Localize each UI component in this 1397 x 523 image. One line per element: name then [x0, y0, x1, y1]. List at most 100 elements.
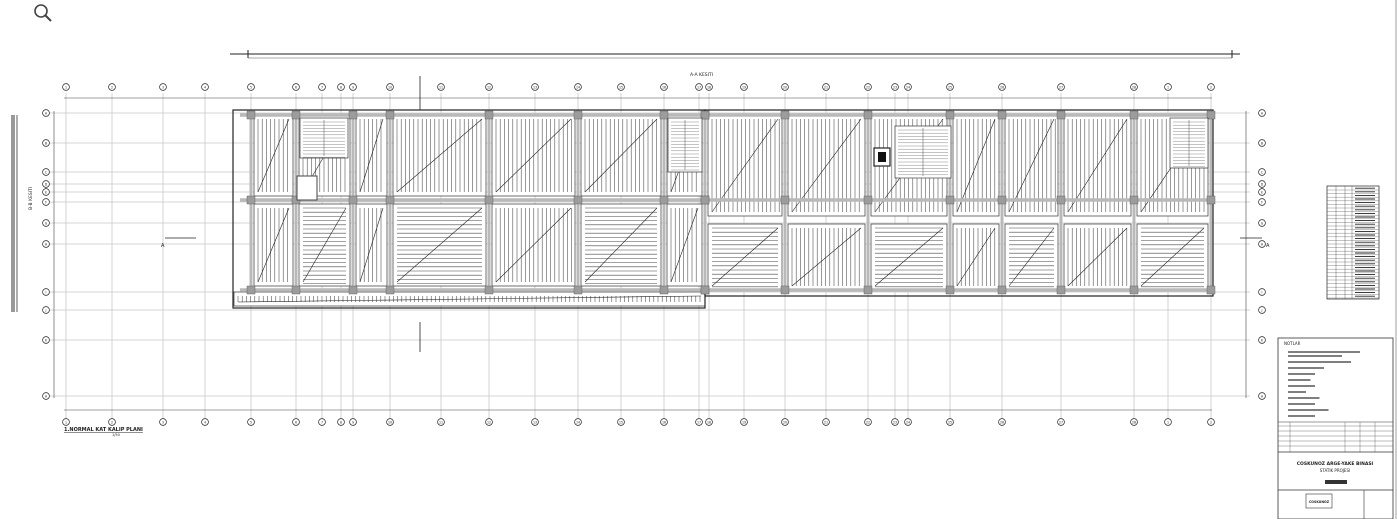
- svg-text:14: 14: [576, 420, 580, 424]
- revision-table: [1278, 422, 1393, 452]
- svg-text:A: A: [45, 394, 48, 398]
- slab-bay: [952, 223, 1000, 291]
- svg-text:8: 8: [340, 420, 342, 424]
- grid-bubble-col: 16: [660, 418, 668, 426]
- grid-bubble-col: 15: [617, 83, 625, 91]
- grid-bubble-row: C: [42, 168, 50, 176]
- svg-text:13: 13: [533, 85, 537, 89]
- viewer-scrollbar[interactable]: [1395, 0, 1397, 519]
- grid-bubble-col: 9: [349, 418, 357, 426]
- svg-text:20: 20: [783, 85, 787, 89]
- grid-bubble-col: 22: [864, 418, 872, 426]
- grid-bubble-col: 2: [108, 83, 116, 91]
- grid-bubble-col: 16: [660, 83, 668, 91]
- grid-bubble-col: 6: [292, 83, 300, 91]
- svg-text:17: 17: [697, 85, 701, 89]
- grid-bubble-col: 18: [705, 418, 713, 426]
- svg-text:23: 23: [893, 420, 897, 424]
- section-mark-left: A: [161, 243, 165, 249]
- svg-text:I: I: [46, 290, 47, 294]
- svg-text:A: A: [1261, 111, 1264, 115]
- company-name: COSKUNOZ: [1309, 500, 1330, 504]
- svg-text:H: H: [1261, 242, 1264, 246]
- grid-bubble-row: A: [1258, 109, 1266, 117]
- svg-text:22: 22: [866, 420, 870, 424]
- slab-bay: [1136, 223, 1209, 291]
- svg-text:K: K: [1261, 338, 1264, 342]
- svg-text:19: 19: [742, 420, 746, 424]
- svg-text:F: F: [45, 200, 47, 204]
- svg-text:6: 6: [295, 420, 297, 424]
- slab-bay: [253, 114, 294, 197]
- grid-bubble-col: 10: [386, 418, 394, 426]
- grid-bubble-col: 5: [247, 83, 255, 91]
- grid-bubble-col: 28: [1130, 83, 1138, 91]
- svg-text:4: 4: [204, 85, 206, 89]
- project-name: COSKUNOZ ARGE-YAKE BINASI: [1297, 461, 1374, 467]
- grid-bubble-row: K: [1258, 336, 1266, 344]
- left-section-strip: B-B KESITI: [11, 115, 34, 312]
- stair-core: [299, 117, 349, 159]
- slab-bay: [1004, 223, 1059, 291]
- svg-text:11: 11: [439, 85, 443, 89]
- section-mark-right: A: [1266, 243, 1270, 249]
- slab-bay: [355, 114, 388, 197]
- svg-text:15: 15: [619, 420, 623, 424]
- grid-bubble-col: 2: [1207, 83, 1215, 91]
- slab-bay: [580, 114, 662, 197]
- grid-bubble-row: A: [1258, 392, 1266, 400]
- grid-bubbles: 1122334455667788991010111112121313141415…: [42, 83, 1266, 426]
- svg-text:J: J: [1261, 308, 1263, 312]
- slab-bay: [1063, 223, 1132, 291]
- svg-text:2: 2: [1210, 420, 1212, 424]
- stair-core: [894, 125, 952, 179]
- slab-bay: [666, 203, 703, 287]
- grid-bubble-col: 17: [695, 83, 703, 91]
- grid-bubble-col: 19: [740, 418, 748, 426]
- grid-bubble-col: 20: [781, 83, 789, 91]
- grid-bubble-col: 21: [822, 418, 830, 426]
- grid-bubble-col: 1: [1164, 83, 1172, 91]
- svg-text:11: 11: [439, 420, 443, 424]
- svg-text:4: 4: [204, 420, 206, 424]
- section-markers: A A: [161, 76, 1270, 352]
- slab-bay: [298, 203, 351, 287]
- svg-text:G: G: [1261, 221, 1264, 225]
- svg-text:26: 26: [1000, 420, 1004, 424]
- rebar-schedule-table: [1326, 185, 1380, 300]
- svg-text:2: 2: [1210, 85, 1212, 89]
- grid-bubble-col: 18: [705, 83, 713, 91]
- grid-bubble-col: 11: [437, 418, 445, 426]
- zoom-button[interactable]: [30, 0, 56, 26]
- svg-text:3: 3: [162, 420, 164, 424]
- svg-text:28: 28: [1132, 85, 1136, 89]
- svg-text:12: 12: [487, 85, 491, 89]
- project-type: STATIK PROJESI: [1320, 468, 1350, 473]
- svg-text:D: D: [45, 182, 48, 186]
- grid-bubble-col: 19: [740, 83, 748, 91]
- section-title-left: B-B KESITI: [28, 187, 34, 210]
- grid-bubble-col: 15: [617, 418, 625, 426]
- svg-text:16: 16: [662, 420, 666, 424]
- svg-text:2: 2: [111, 420, 113, 424]
- svg-text:7: 7: [321, 420, 323, 424]
- svg-text:9: 9: [352, 85, 354, 89]
- svg-text:9: 9: [352, 420, 354, 424]
- grid-bubble-row: I: [42, 288, 50, 296]
- grid-bubble-col: 1: [62, 418, 70, 426]
- svg-text:5: 5: [250, 420, 252, 424]
- top-section-strip: A-A KESITI: [230, 50, 1240, 78]
- grid-bubble-col: 26: [998, 83, 1006, 91]
- grid-bubble-row: D: [1258, 180, 1266, 188]
- svg-text:27: 27: [1059, 85, 1063, 89]
- grid-bubble-col: 8: [337, 83, 345, 91]
- svg-text:22: 22: [866, 85, 870, 89]
- grid-bubble-row: A: [42, 392, 50, 400]
- svg-text:27: 27: [1059, 420, 1063, 424]
- grid-bubble-col: 13: [531, 418, 539, 426]
- svg-text:26: 26: [1000, 85, 1004, 89]
- svg-text:7: 7: [321, 85, 323, 89]
- grid-bubble-row: K: [42, 336, 50, 344]
